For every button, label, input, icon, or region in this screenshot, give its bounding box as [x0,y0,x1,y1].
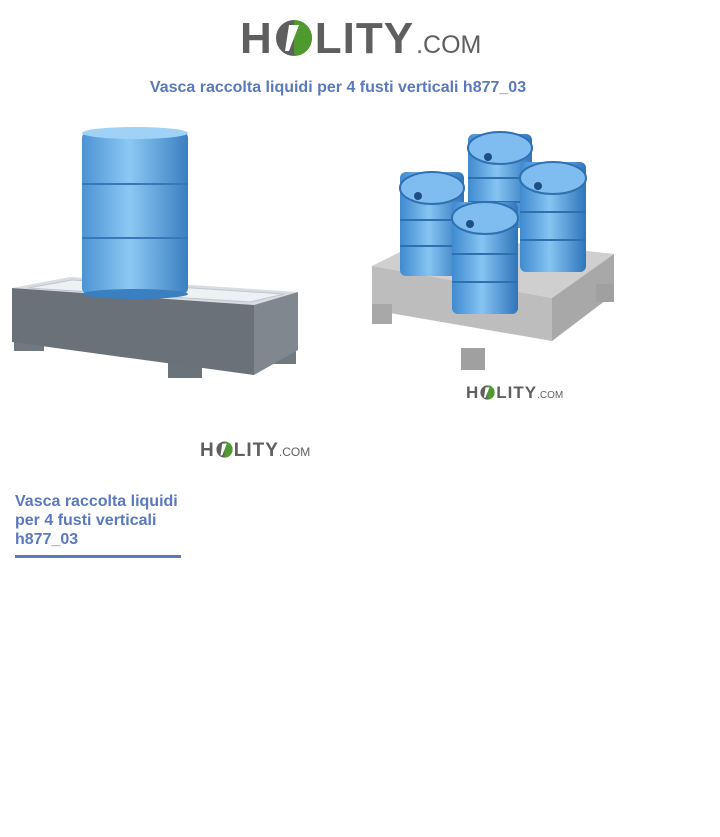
holity-logo[interactable]: H LITY .COM [240,14,481,66]
logo-text-lity: LITY [496,383,538,402]
logo-o-icon [480,385,495,400]
logo-o-icon [216,441,233,458]
spill-tray-with-drum-image[interactable] [8,120,304,385]
page-title: Vasca raccolta liquidi per 4 fusti verti… [149,79,527,96]
logo-text-h: H [240,14,273,63]
logo-domain: .COM [416,31,482,59]
holity-logo-small: H LITY .COM [200,439,310,462]
logo-text-lity: LITY [233,440,279,461]
logo-text-h: H [466,383,480,402]
logo-text-lity: LITY [314,14,415,63]
product-caption-link[interactable]: Vasca raccolta liquidi per 4 fusti verti… [15,492,181,558]
logo-domain: .COM [537,390,564,401]
logo-domain: .COM [278,445,311,459]
logo-o-icon [275,18,313,56]
spill-pallet-four-drums-image[interactable] [366,126,622,376]
holity-logo-small: H LITY .COM [466,383,563,403]
logo-text-h: H [200,440,215,461]
